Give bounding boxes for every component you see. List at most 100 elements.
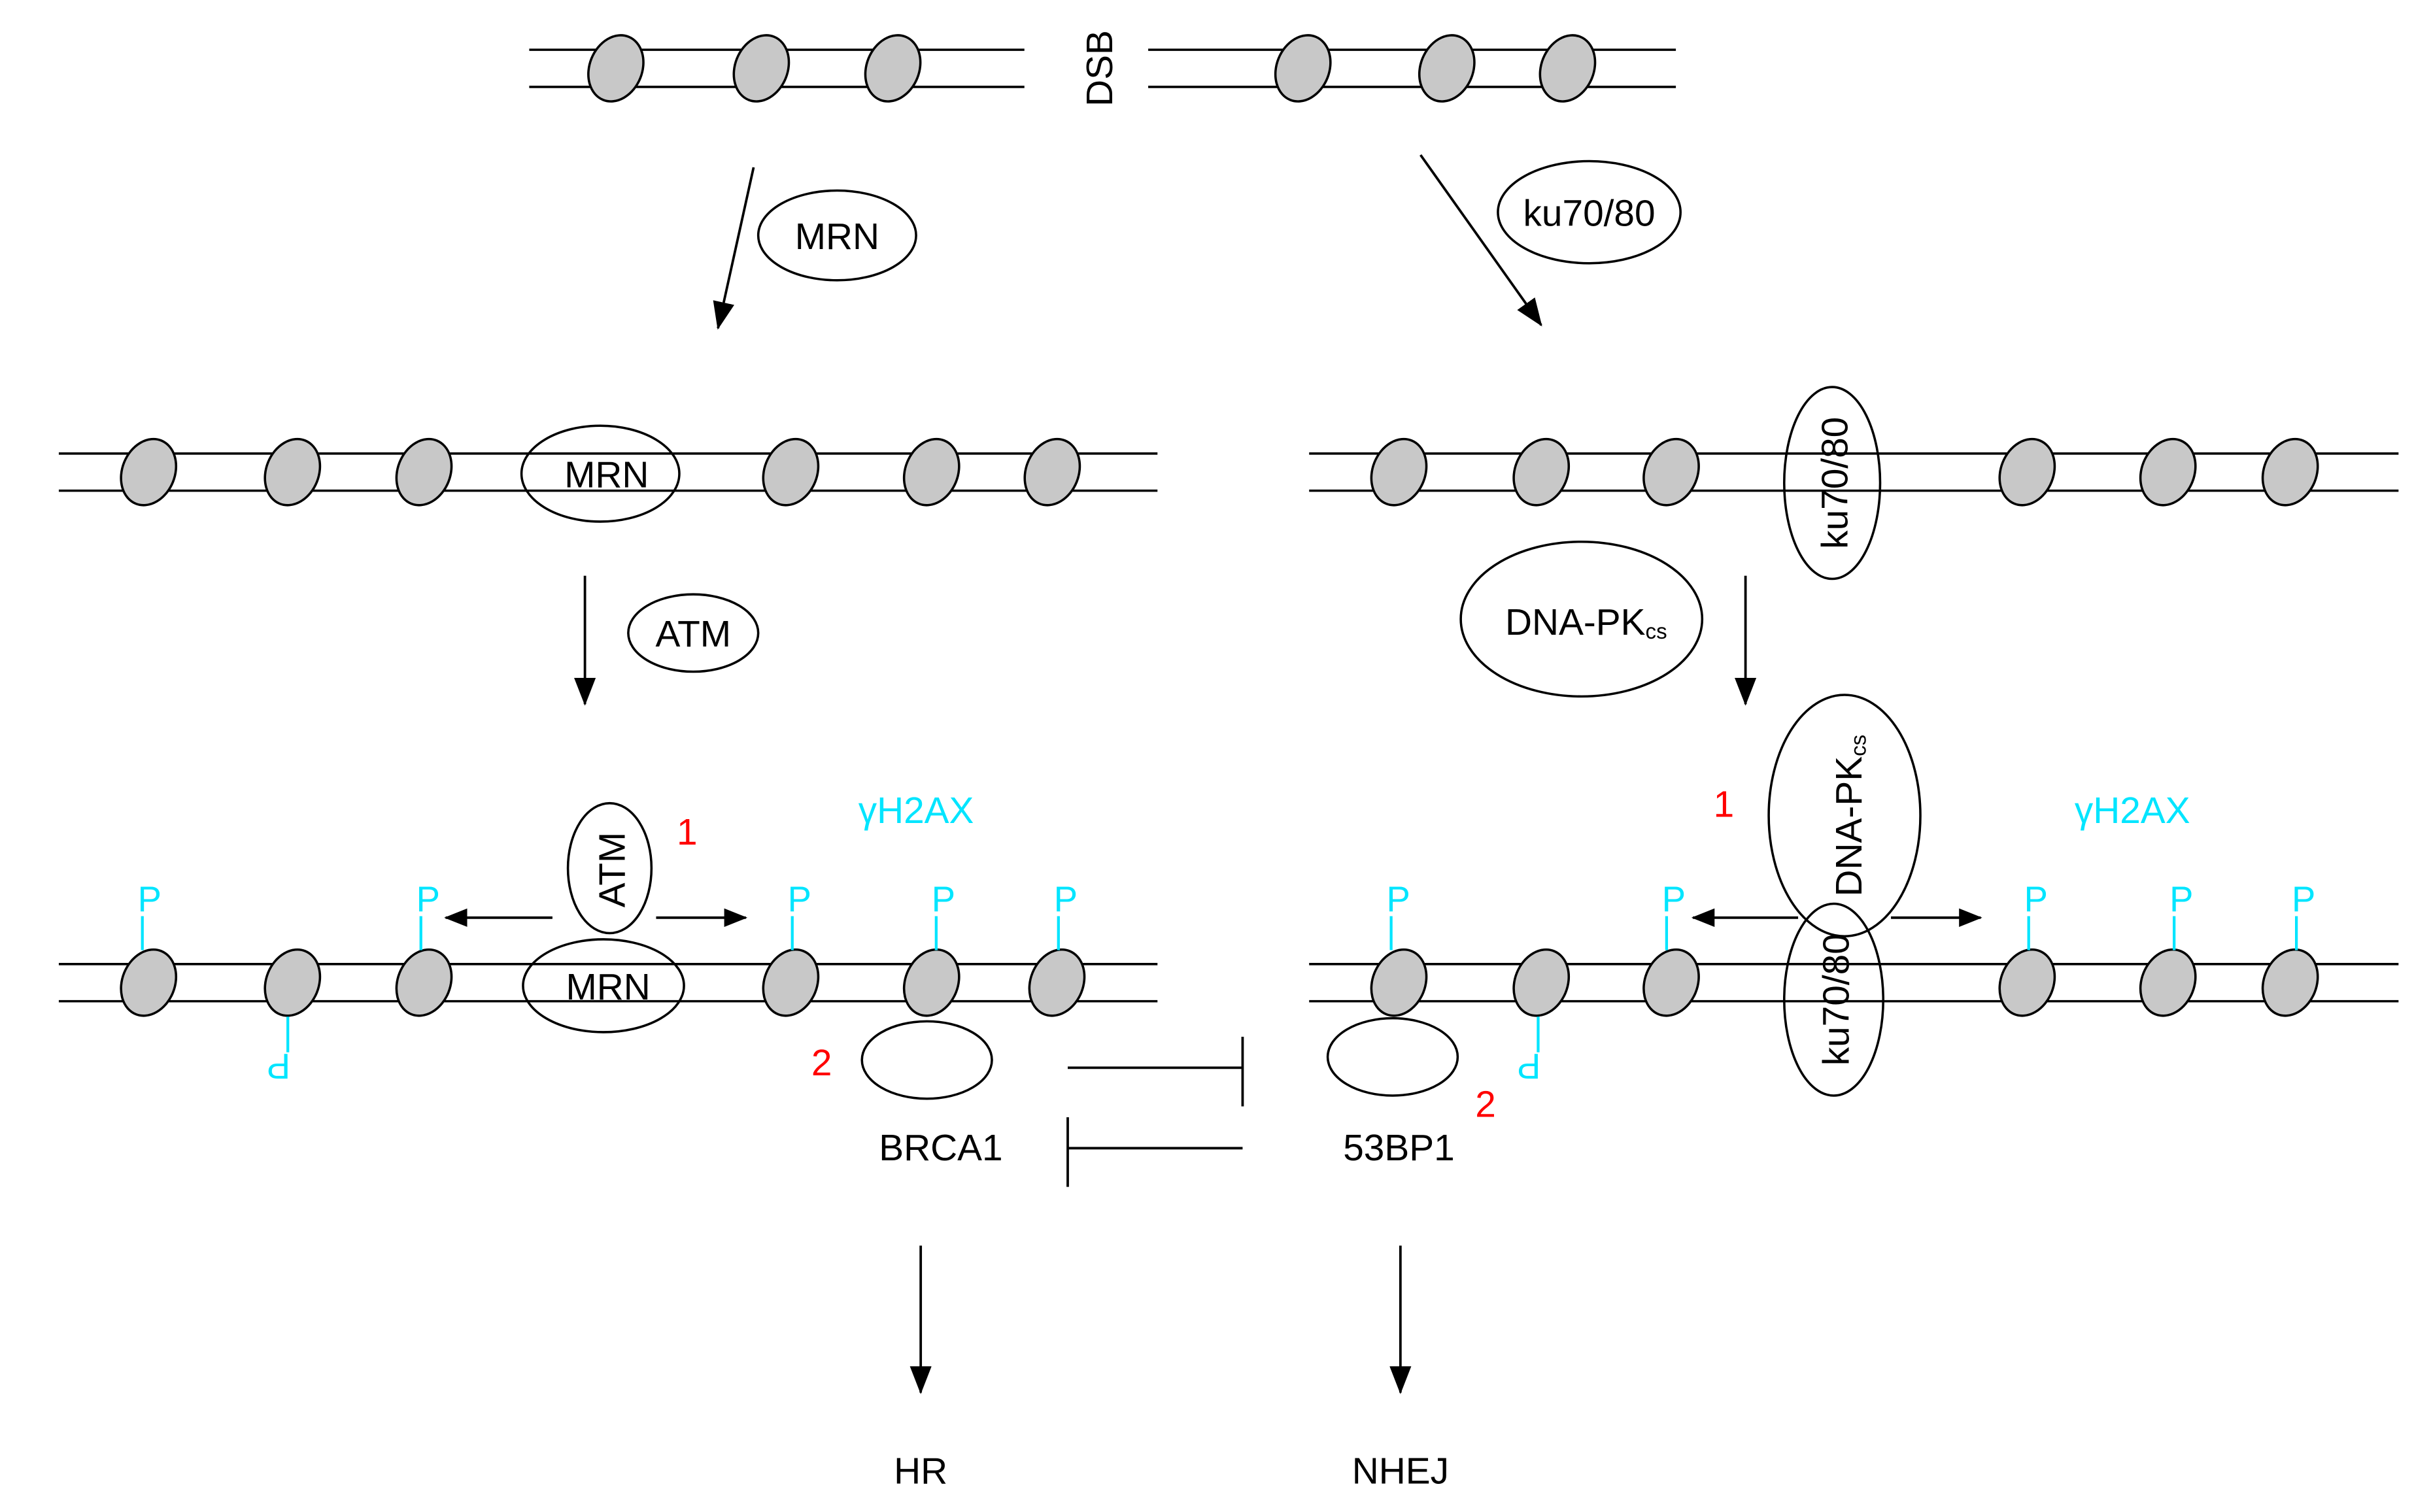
step-number-2: 2 <box>811 1043 832 1084</box>
phosphate-label: P <box>1054 879 1078 919</box>
brca1-inhibits-53bp1 <box>1068 1037 1244 1107</box>
nucleosome <box>1988 940 2066 1026</box>
53bp1-inhibits-brca1 <box>1066 1117 1243 1187</box>
53bp1-label: 53BP1 <box>1343 1128 1454 1169</box>
dna-pkcs-subscript: cs <box>1646 619 1667 643</box>
nucleosome <box>2252 940 2329 1026</box>
mrn-label: MRN <box>795 216 879 258</box>
hr-label: HR <box>894 1451 947 1492</box>
mrn-complex <box>756 189 917 282</box>
dna-pkcs-label: DNA-PKcs <box>1829 735 1871 897</box>
dna-pkcs-label: DNA-PKcs <box>1505 601 1667 643</box>
phosphate-label: P <box>267 1047 290 1086</box>
nucleosome <box>254 940 331 1026</box>
nucleosome <box>254 429 331 515</box>
ku70-80-complex <box>1782 386 1882 580</box>
phosphate-label: P <box>932 879 955 919</box>
nucleosome <box>1503 429 1580 515</box>
hr-recruitment-step: MRN <box>713 167 917 330</box>
arrow <box>1420 154 1542 327</box>
nucleosome <box>110 429 187 515</box>
phosphate-mark: P <box>2292 879 2315 950</box>
phosphate-mark: P <box>2169 879 2193 950</box>
arrow <box>713 167 755 330</box>
53bp1-protein <box>1326 1016 1459 1097</box>
dna-pkcs-main: DNA-PK <box>1505 601 1646 643</box>
nucleosome <box>385 429 463 515</box>
dna-pkcs-kinase <box>1767 694 1922 937</box>
dna-pkcs-kinase <box>1459 540 1704 698</box>
hr-signaling-chromatin: MRN ATM 1 γH2AX P P P P P P <box>58 790 1158 1169</box>
dna-right-end <box>1148 25 1676 111</box>
nucleosome <box>577 25 654 111</box>
phosphate-label: P <box>2292 879 2315 919</box>
phosphate-label: P <box>138 879 162 919</box>
phosphate-mark: P <box>2024 879 2048 950</box>
phosphate-mark: P <box>1387 879 1410 950</box>
gamma-h2ax-label: γH2AX <box>858 790 974 832</box>
phosphate-label: P <box>2024 879 2048 919</box>
gamma-h2ax-label: γH2AX <box>2075 790 2190 832</box>
phosphate-label: P <box>1662 879 1686 919</box>
hr-bound-chromatin: MRN <box>58 424 1158 523</box>
nucleosome <box>722 25 800 111</box>
nhej-signaling-chromatin: ku70/80 DNA-PKcs 1 γH2AX P P P P P <box>1309 694 2399 1169</box>
atm-kinase <box>627 593 760 673</box>
mrn-complex <box>522 938 685 1033</box>
phosphate-label: P <box>1517 1047 1540 1086</box>
ku70-80-label: ku70/80 <box>1814 417 1856 549</box>
nucleosome <box>1633 429 1710 515</box>
nucleosome <box>1013 429 1091 515</box>
phosphate-mark: P <box>1054 879 1078 950</box>
nucleosome <box>1988 429 2066 515</box>
dna-pkcs-subscript: cs <box>1846 735 1871 756</box>
phosphate-mark: P <box>932 879 955 950</box>
nucleosome <box>1408 25 1486 111</box>
ku70-80-complex <box>1782 902 1885 1097</box>
nucleosome <box>1018 940 1096 1026</box>
nucleosome <box>1360 940 1438 1026</box>
dna-left-end <box>529 25 1025 111</box>
nhej-bound-chromatin: ku70/80 <box>1309 386 2399 580</box>
nucleosome <box>1265 25 1342 111</box>
nhej-label: NHEJ <box>1352 1451 1449 1492</box>
nucleosome <box>385 940 463 1026</box>
phosphate-mark: P <box>788 879 811 950</box>
nucleosome <box>110 940 187 1026</box>
nucleosome <box>2252 429 2329 515</box>
ku70-80-label: ku70/80 <box>1816 933 1858 1066</box>
nhej-recruitment-step: ku70/80 <box>1420 154 1682 327</box>
nucleosome <box>893 940 970 1026</box>
nucleosome <box>1360 429 1438 515</box>
atm-label: ATM <box>655 614 731 655</box>
dsb-stage: DSB <box>529 25 1676 111</box>
nucleosome <box>2130 429 2207 515</box>
nucleosome <box>1503 940 1580 1026</box>
nucleosome <box>752 940 829 1026</box>
phosphate-label: P <box>2169 879 2193 919</box>
atm-kinase <box>566 801 653 935</box>
mrn-label: MRN <box>566 967 650 1008</box>
phosphate-mark: P <box>416 879 440 950</box>
mrn-label: MRN <box>564 454 649 496</box>
dna-pkcs-main: DNA-PK <box>1829 756 1870 897</box>
phosphate-mark-below: P <box>267 1016 290 1086</box>
phosphate-label: P <box>1387 879 1410 919</box>
nucleosome <box>2130 940 2207 1026</box>
brca1-label: BRCA1 <box>879 1128 1002 1169</box>
brca1-protein <box>860 1020 993 1100</box>
hr-activation-step: ATM <box>574 575 760 706</box>
phosphate-mark: P <box>138 879 162 950</box>
hr-outcome: HR <box>894 1245 947 1492</box>
phosphate-label: P <box>788 879 811 919</box>
nucleosome <box>893 429 970 515</box>
ku70-80-label: ku70/80 <box>1523 193 1656 234</box>
mrn-complex <box>520 424 681 523</box>
nhej-outcome: NHEJ <box>1352 1245 1449 1492</box>
phosphate-mark: P <box>1662 879 1686 950</box>
phosphate-mark-below: P <box>1517 1016 1540 1086</box>
step-number-2: 2 <box>1475 1084 1496 1126</box>
nucleosome <box>854 25 932 111</box>
atm-label: ATM <box>592 832 634 908</box>
